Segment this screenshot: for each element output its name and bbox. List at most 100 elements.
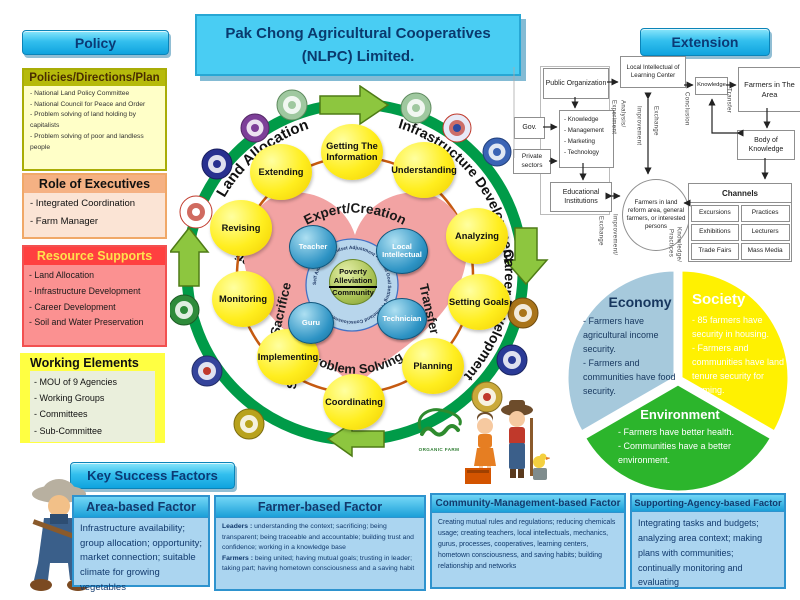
agency-emblem-icon bbox=[170, 294, 200, 326]
channel-cell: Mass Media bbox=[740, 242, 790, 260]
pie-slice-environment bbox=[582, 382, 774, 493]
flow-label-practices-2: Practices bbox=[667, 229, 674, 258]
arrow-down-icon bbox=[503, 227, 549, 286]
flow-box-knowledge-list: - Knowledge - Management - Marketing - T… bbox=[559, 110, 614, 168]
farmer-cartoon-icon bbox=[30, 479, 89, 591]
flow-box-private-sectors: Private sectors bbox=[513, 149, 551, 174]
pie-slice-economy bbox=[565, 268, 677, 435]
main-title: Pak Chong Agricultural Cooperatives (NLP… bbox=[195, 14, 521, 76]
channel-cell: Exhibitions bbox=[690, 223, 740, 241]
factor-community-body: Creating mutual rules and regulations; r… bbox=[438, 519, 616, 571]
factor-area-title: Area-based Factor bbox=[74, 497, 208, 518]
factor-community-title: Community-Management-based Factor bbox=[432, 495, 624, 513]
arrow-up-icon bbox=[170, 226, 210, 287]
agency-emblem-icon bbox=[191, 355, 223, 387]
center-line: Alleviation bbox=[328, 276, 378, 288]
step-circle: Revising bbox=[210, 200, 272, 256]
cycle-arrows bbox=[170, 85, 549, 458]
policies-title: Policies/Directions/Plan bbox=[24, 70, 165, 86]
center-goal-circle: Poverty Alleviation Community bbox=[328, 259, 378, 305]
flow-label-experiment: Experiment bbox=[610, 100, 617, 135]
organic-farm-mark-icon bbox=[417, 408, 462, 437]
farmers-family-icon bbox=[465, 400, 550, 484]
flow-box-local-intellectual-center: Local Intellectual of Learning Center bbox=[620, 56, 686, 88]
factor-area-body: Infrastructure availability; group alloc… bbox=[80, 523, 202, 593]
actor-circle-technician: Technician bbox=[377, 298, 427, 340]
knowledge-list-item: - Management bbox=[564, 127, 604, 135]
factor-supporting-based: Supporting-Agency-based Factor Integrati… bbox=[630, 493, 786, 589]
step-circle: Monitoring bbox=[212, 271, 274, 327]
resources-item: - Soil and Water Preservation bbox=[29, 317, 144, 328]
center-line: Poverty bbox=[339, 266, 367, 276]
society-item: - Farmers and communities have land tenu… bbox=[692, 342, 785, 395]
environment-item: - Communities have a better environment. bbox=[618, 440, 732, 465]
agency-emblem-icon bbox=[400, 92, 432, 124]
agency-emblem-icon bbox=[496, 344, 528, 376]
channel-cell: Lecturers bbox=[740, 223, 790, 241]
agency-emblem-icon bbox=[201, 148, 233, 180]
step-circle: Planning bbox=[402, 338, 464, 394]
working-item: - Sub-Committee bbox=[34, 425, 103, 436]
channel-cell: Trade Fairs bbox=[690, 242, 740, 260]
flow-label-exchange: Exchange bbox=[652, 106, 659, 136]
arrow-right-icon bbox=[319, 85, 390, 126]
knowledge-list-item: - Marketing bbox=[564, 138, 595, 146]
flow-label-improvement-2: Improvement/ bbox=[611, 214, 618, 256]
actor-circle-guru: Guru bbox=[288, 302, 334, 344]
step-circle: Analyzing bbox=[446, 208, 508, 264]
policy-button[interactable]: Policy bbox=[22, 30, 169, 55]
flow-label-knowledge-2: Knowledge/ bbox=[675, 227, 682, 263]
working-item: - Working Groups bbox=[34, 393, 105, 404]
step-circle: Coordinating bbox=[323, 374, 385, 430]
outcomes-pie-chart bbox=[565, 268, 791, 493]
factor-supporting-body: Integrating tasks and budgets; analyzing… bbox=[638, 518, 763, 588]
center-line: Community bbox=[332, 287, 374, 297]
flow-label-improvement: Improvement bbox=[635, 106, 642, 146]
organic-farm-logo: ORGANIC FARM bbox=[412, 404, 466, 454]
factor-farmer-leaders: Leaders : understanding the context; sac… bbox=[222, 523, 414, 552]
key-success-factors-button[interactable]: Key Success Factors bbox=[70, 462, 235, 489]
step-circle: Setting Goals bbox=[448, 274, 510, 330]
channel-cell: Excursions bbox=[690, 204, 740, 222]
factor-community-based: Community-Management-based Factor Creati… bbox=[430, 493, 626, 589]
economy-title: Economy bbox=[608, 294, 672, 310]
channels-table: Channels Excursions Practices Exhibition… bbox=[688, 183, 792, 262]
factor-area-based: Area-based Factor Infrastructure availab… bbox=[72, 495, 210, 593]
resources-box: Resource Supports - Land Allocation - In… bbox=[22, 245, 167, 347]
actor-circle-local-intellectual: Local Intellectual bbox=[376, 228, 428, 274]
working-item: - Committees bbox=[34, 409, 88, 420]
step-circle: Understanding bbox=[391, 142, 457, 198]
flow-label-analysis: Analysis/ bbox=[619, 100, 626, 128]
agency-emblem-icon bbox=[179, 195, 213, 229]
knowledge-list-item: - Knowledge bbox=[564, 116, 599, 123]
executives-item: - Farm Manager bbox=[30, 216, 99, 228]
flow-box-knowledge: Knowledge bbox=[695, 77, 728, 95]
environment-title: Environment bbox=[640, 407, 720, 422]
actor-circle-teacher: Teacher bbox=[289, 225, 337, 269]
factor-farmer-farmers: Farmers : being united; having mutual go… bbox=[222, 554, 415, 573]
working-title: Working Elements bbox=[30, 356, 139, 370]
flow-label-transfer: Transfer bbox=[725, 88, 732, 114]
resources-title: Resource Supports bbox=[24, 247, 165, 265]
economy-item: - Farmers have agricultural income secur… bbox=[583, 316, 659, 354]
factor-farmer-title: Farmer-based Factor bbox=[216, 497, 424, 518]
step-circle: Getting The Information bbox=[321, 124, 383, 180]
extension-button[interactable]: Extension bbox=[640, 28, 770, 56]
flow-ellipse-farmers: Farmers in land reform area, general far… bbox=[622, 179, 690, 251]
working-box: Working Elements - MOU of 9 Agencies - W… bbox=[20, 353, 165, 443]
flow-label-exchange-2: Exchange bbox=[597, 216, 604, 246]
agency-emblem-icon bbox=[442, 113, 472, 143]
working-item: - MOU of 9 Agencies bbox=[34, 377, 118, 387]
policies-box: Policies/Directions/Plan - National Land… bbox=[22, 68, 167, 171]
agency-emblem-icon bbox=[507, 297, 539, 329]
title-line-2: (NLPC) Limited. bbox=[301, 48, 415, 65]
title-line-1: Pak Chong Agricultural Cooperatives bbox=[225, 25, 491, 42]
executives-box: Role of Executives - Integrated Coordina… bbox=[22, 173, 167, 239]
flow-box-public-organization: Public Organization bbox=[543, 68, 609, 99]
society-title: Society bbox=[692, 291, 746, 308]
resources-item: - Career Development bbox=[29, 301, 116, 312]
factor-farmer-based: Farmer-based Factor Leaders : understand… bbox=[214, 495, 426, 591]
policies-item: - National Land Policy Committee bbox=[30, 90, 130, 97]
step-circle: Extending bbox=[250, 144, 312, 200]
executives-item: - Integrated Coordination bbox=[30, 198, 136, 209]
